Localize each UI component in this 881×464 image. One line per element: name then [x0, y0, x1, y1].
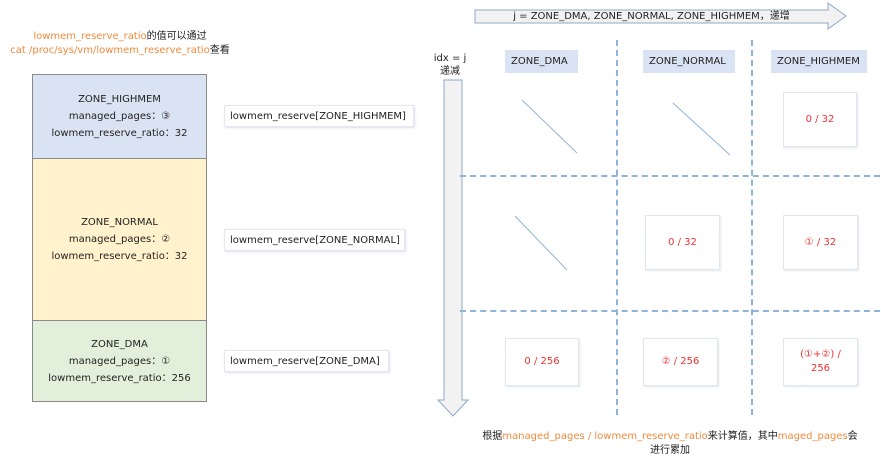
note-top: lowmem_reserve_ratio的值可以通过 cat /proc/sys… [0, 30, 240, 58]
idx-line: idx = j [433, 53, 467, 64]
cell-dma-highmem: (①+②) / 256 [783, 338, 858, 386]
zone-dma-box: ZONE_DMA managed_pages：① lowmem_reserve_… [32, 320, 207, 402]
idx-line: 递减 [440, 66, 460, 77]
zone-name: ZONE_NORMAL [81, 217, 158, 228]
cell-dma-dma: 0 / 256 [505, 338, 579, 386]
zone-ratio: lowmem_reserve_ratio：32 [51, 128, 188, 139]
note-text: lowmem_reserve_ratio [33, 31, 147, 42]
column-divider [751, 40, 753, 415]
row-divider [460, 310, 880, 312]
right-arrow-icon [474, 2, 847, 30]
zone-managed: managed_pages：③ [68, 111, 171, 122]
diagonal-line [672, 102, 731, 156]
cell-normal-normal: 0 / 32 [645, 215, 720, 270]
column-header-normal: ZONE_NORMAL [643, 50, 735, 73]
note-bottom: 根据managed_pages / lowmem_reserve_ratio来计… [460, 430, 880, 458]
zone-normal-box: ZONE_NORMAL managed_pages：② lowmem_reser… [32, 158, 207, 321]
zone-ratio: lowmem_reserve_ratio：256 [48, 372, 191, 384]
zone-ratio: lowmem_reserve_ratio：32 [51, 251, 188, 262]
cell-normal-highmem: ① / 32 [783, 215, 858, 270]
zone-name: ZONE_DMA [91, 338, 148, 350]
column-header-dma: ZONE_DMA [505, 50, 578, 73]
diagonal-line [514, 215, 568, 271]
idx-label: idx = j 递减 [428, 52, 472, 78]
zone-managed: managed_pages：② [68, 234, 171, 245]
note-text: cat /proc/sys/vm/lowmem_reserve_ratio [10, 45, 210, 56]
reserve-label-highmem: lowmem_reserve[ZONE_HIGHMEM] [224, 105, 414, 127]
zone-managed: managed_pages：① [68, 355, 171, 367]
reserve-label-normal: lowmem_reserve[ZONE_NORMAL] [224, 229, 405, 251]
note-text: 会 [847, 431, 858, 442]
note-text: 查看 [209, 45, 230, 56]
column-divider [616, 40, 618, 415]
top-arrow-label: j = ZONE_DMA, ZONE_NORMAL, ZONE_HIGHMEM，… [513, 11, 790, 22]
note-text: maged_pages [777, 431, 848, 442]
note-text: managed_pages / lowmem_reserve_ratio [502, 431, 708, 442]
note-text: 来计算值，其中 [707, 431, 778, 442]
note-text: 根据 [482, 431, 503, 442]
row-divider [460, 175, 880, 177]
down-arrow-icon [436, 79, 470, 417]
cell-highmem-highmem: 0 / 32 [783, 92, 857, 147]
column-header-highmem: ZONE_HIGHMEM [771, 50, 867, 73]
note-text: 的值可以通过 [146, 31, 207, 42]
note-text: 进行累加 [650, 445, 690, 456]
diagonal-line [521, 99, 578, 154]
reserve-label-dma: lowmem_reserve[ZONE_DMA] [224, 350, 389, 372]
zone-name: ZONE_HIGHMEM [78, 94, 161, 105]
cell-dma-normal: ② / 256 [643, 338, 718, 386]
